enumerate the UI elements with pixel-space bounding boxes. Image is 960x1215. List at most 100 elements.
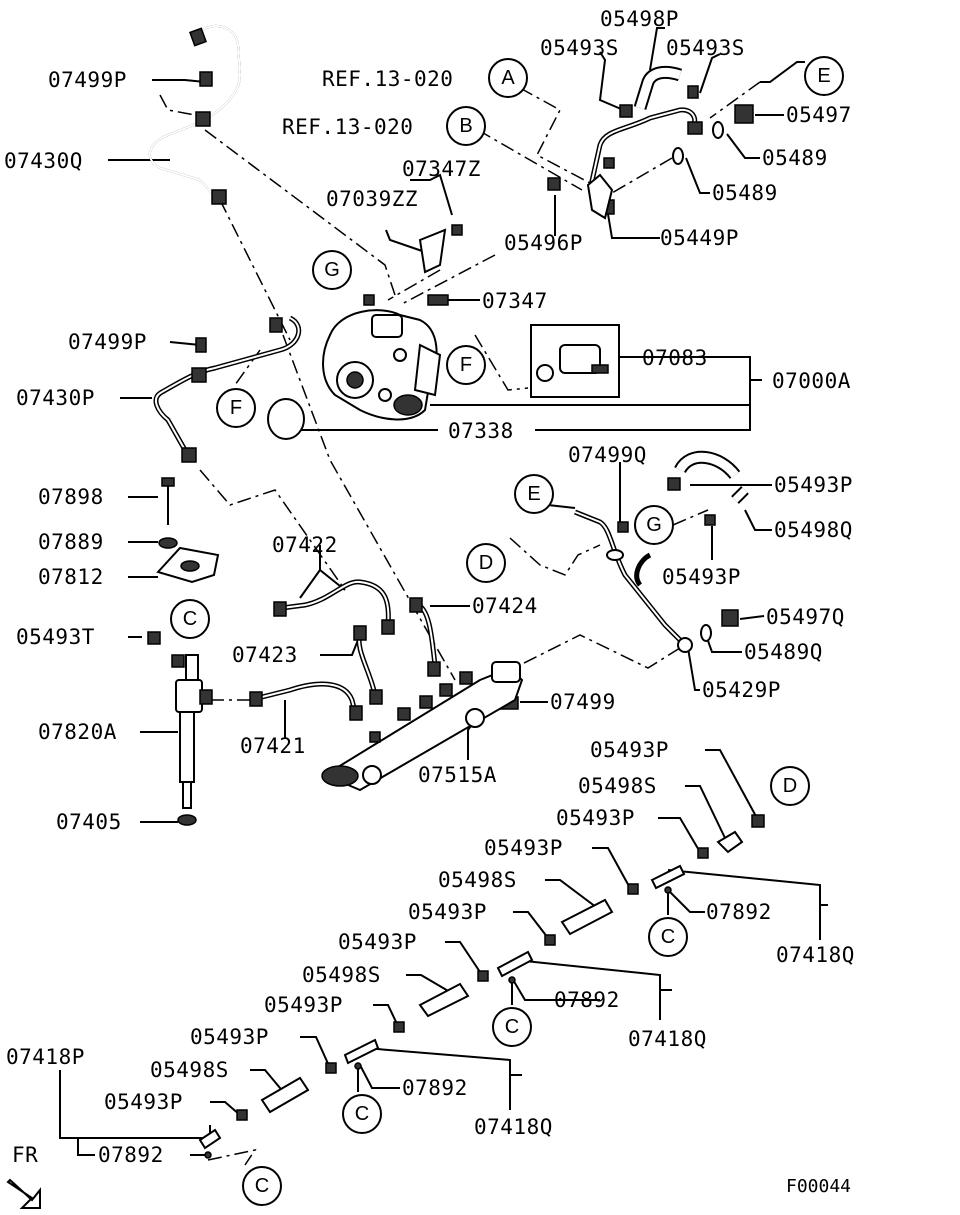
rail-and-injector (156, 477, 524, 826)
callout-c-1[interactable]: C (648, 917, 688, 957)
reference-label[interactable]: REF.13-020 (282, 115, 413, 139)
part-label[interactable]: 07892 (706, 900, 772, 924)
part-label[interactable]: 05496P (504, 231, 583, 255)
part-label[interactable]: 05493P (104, 1090, 183, 1114)
svg-text:B: B (459, 115, 472, 137)
part-label[interactable]: 07430Q (4, 149, 83, 173)
svg-text:C: C (183, 608, 197, 630)
callout-c-3[interactable]: C (342, 1094, 382, 1134)
callout-d-low[interactable]: D (770, 766, 810, 806)
svg-text:C: C (661, 926, 675, 948)
part-label[interactable]: 05493P (556, 806, 635, 830)
part-label[interactable]: 07347 (482, 289, 548, 313)
part-label[interactable]: 05449P (660, 226, 739, 250)
callout-b[interactable]: B (446, 106, 486, 146)
part-label[interactable]: 05493P (774, 473, 853, 497)
svg-text:C: C (505, 1016, 519, 1038)
svg-text:G: G (646, 514, 662, 536)
part-label[interactable]: 07000A (772, 369, 851, 393)
part-label[interactable]: 07889 (38, 530, 104, 554)
part-label[interactable]: 05498P (600, 7, 679, 31)
part-label[interactable]: 05489 (762, 146, 828, 170)
figure-code: F00044 (786, 1176, 851, 1197)
svg-text:F: F (230, 397, 242, 419)
svg-text:G: G (324, 259, 340, 281)
callout-e-top[interactable]: E (804, 56, 844, 96)
part-label[interactable]: 07499 (550, 690, 616, 714)
part-label[interactable]: 05493P (190, 1025, 269, 1049)
part-label[interactable]: 05498Q (774, 518, 853, 542)
part-label[interactable]: 07418P (6, 1045, 85, 1069)
part-label[interactable]: 05489 (712, 181, 778, 205)
svg-text:D: D (783, 775, 797, 797)
callout-e-mid[interactable]: E (514, 474, 554, 514)
callout-f-pump[interactable]: F (446, 345, 486, 385)
svg-text:F: F (460, 354, 472, 376)
part-label[interactable]: 05493P (590, 738, 669, 762)
svg-text:A: A (501, 67, 515, 89)
direction-label: FR (12, 1143, 38, 1167)
leader-lines (59, 27, 828, 1166)
part-label[interactable]: 07423 (232, 643, 298, 667)
part-label[interactable]: 07424 (472, 594, 538, 618)
callouts: A B E G F F E G D C D C C C C (170, 56, 844, 1206)
part-label[interactable]: 07820A (38, 720, 117, 744)
svg-text:D: D (479, 552, 493, 574)
callout-g-mid[interactable]: G (634, 505, 674, 545)
part-label[interactable]: 07892 (402, 1076, 468, 1100)
part-label[interactable]: 07083 (642, 346, 708, 370)
front-arrow-icon (6, 1178, 41, 1209)
pipes (148, 24, 749, 713)
reference-label[interactable]: REF.13-020 (322, 67, 453, 91)
part-label[interactable]: 07405 (56, 810, 122, 834)
callout-d-mid[interactable]: D (466, 543, 506, 583)
part-label[interactable]: 05498S (438, 868, 517, 892)
svg-text:E: E (527, 483, 540, 505)
part-label[interactable]: 05497Q (766, 605, 845, 629)
part-label[interactable]: 05498S (302, 963, 381, 987)
callout-c-2[interactable]: C (492, 1007, 532, 1047)
part-label[interactable]: 07418Q (776, 943, 855, 967)
part-label[interactable]: 05493S (540, 36, 619, 60)
part-label[interactable]: 07499P (68, 330, 147, 354)
part-label[interactable]: 07430P (16, 386, 95, 410)
callout-c-injector[interactable]: C (170, 599, 210, 639)
part-label[interactable]: 05493S (666, 36, 745, 60)
part-label[interactable]: 07421 (240, 734, 306, 758)
part-label[interactable]: 05493P (264, 993, 343, 1017)
callout-c-4[interactable]: C (242, 1166, 282, 1206)
part-label[interactable]: 07499P (48, 68, 127, 92)
part-label[interactable]: 05493T (16, 625, 95, 649)
part-label[interactable]: 07812 (38, 565, 104, 589)
part-label[interactable]: 07418Q (628, 1027, 707, 1051)
part-label[interactable]: 07422 (272, 533, 338, 557)
part-label[interactable]: 07898 (38, 485, 104, 509)
part-label[interactable]: 05493P (662, 565, 741, 589)
svg-text:C: C (255, 1175, 269, 1197)
lower-injection-pipes (6, 814, 765, 1209)
svg-text:E: E (817, 65, 830, 87)
callout-a[interactable]: A (488, 58, 528, 98)
part-label[interactable]: 07892 (554, 988, 620, 1012)
part-label[interactable]: 05498S (150, 1058, 229, 1082)
callout-g-top[interactable]: G (312, 250, 352, 290)
part-label[interactable]: 07892 (98, 1143, 164, 1167)
svg-text:C: C (355, 1103, 369, 1125)
part-label[interactable]: 07039ZZ (326, 187, 418, 211)
part-label[interactable]: 07515A (418, 763, 497, 787)
part-label[interactable]: 05489Q (744, 640, 823, 664)
part-label[interactable]: 07338 (448, 419, 514, 443)
callout-f-left[interactable]: F (216, 388, 256, 428)
part-label[interactable]: 05497 (786, 103, 852, 127)
part-label[interactable]: 05429P (702, 678, 781, 702)
part-label[interactable]: 07418Q (474, 1115, 553, 1139)
part-label[interactable]: 07499Q (568, 443, 647, 467)
part-label[interactable]: 05493P (338, 930, 417, 954)
part-label[interactable]: 05493P (408, 900, 487, 924)
part-label[interactable]: 05498S (578, 774, 657, 798)
part-label[interactable]: 05493P (484, 836, 563, 860)
part-label[interactable]: 07347Z (402, 157, 481, 181)
pump-assembly (267, 173, 620, 440)
